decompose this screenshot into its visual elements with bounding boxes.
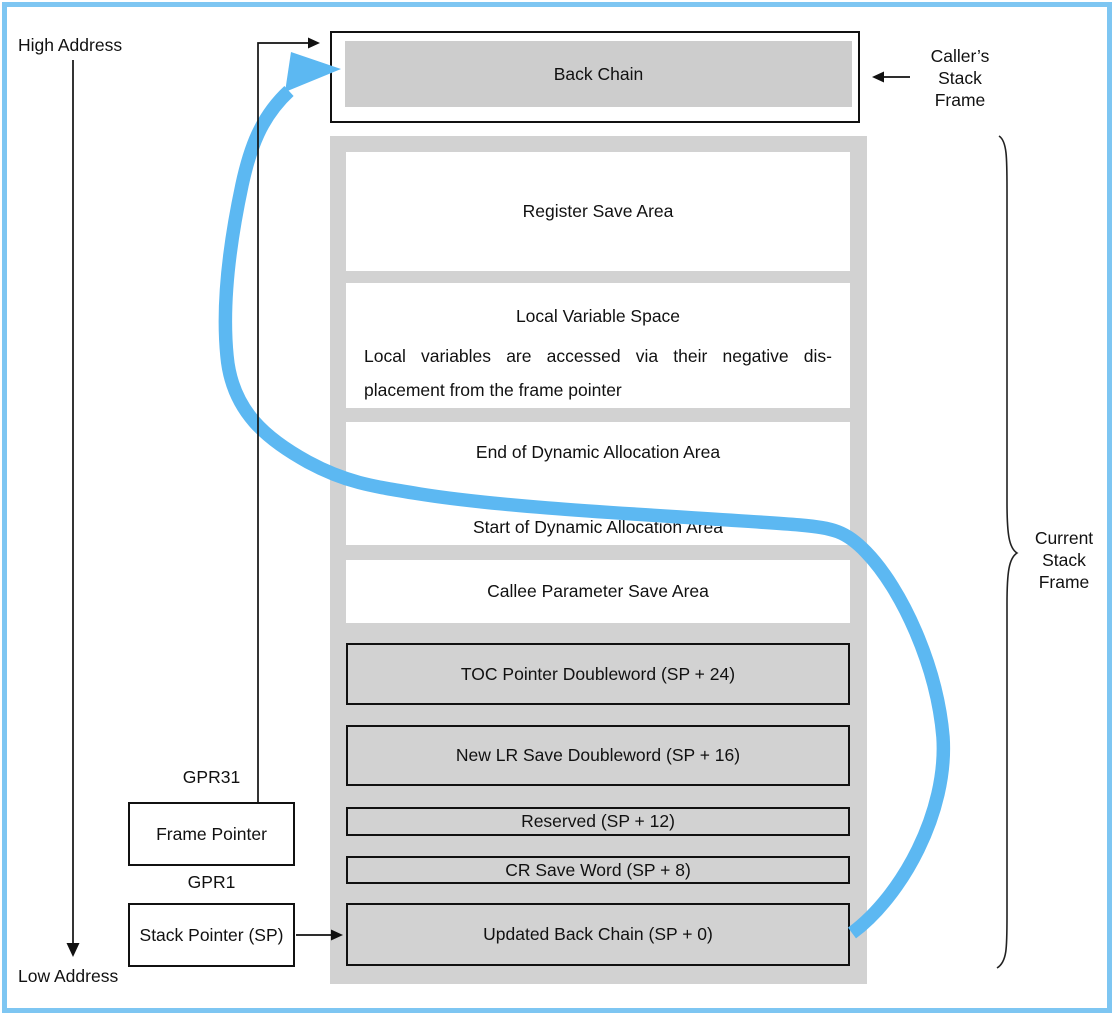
register-save-area-cell: Register Save Area (346, 152, 850, 271)
local-variable-desc-line2: placement from the frame pointer (364, 380, 622, 400)
gpr1-label: GPR1 (187, 872, 236, 892)
high-address-label: High Address (18, 35, 123, 55)
back-chain-cell: Back Chain (345, 41, 852, 107)
toc-pointer-cell: TOC Pointer Doubleword (SP + 24) (346, 643, 850, 705)
updated-back-chain-cell: Updated Back Chain (SP + 0) (346, 903, 850, 966)
reserved-cell: Reserved (SP + 12) (346, 807, 850, 836)
back-chain-label: Back Chain (553, 63, 644, 84)
stack-pointer-box: Stack Pointer (SP) (128, 903, 295, 967)
current-label-line: Current (1034, 528, 1094, 548)
new-lr-save-label: New LR Save Doubleword (SP + 16) (455, 745, 741, 765)
end-of-dynamic-allocation-label: End of Dynamic Allocation Area (475, 442, 721, 462)
callee-parameter-save-area-label: Callee Parameter Save Area (487, 581, 709, 601)
stack-pointer-label: Stack Pointer (SP) (139, 924, 284, 945)
callers-stack-frame-label: Caller’s Stack Frame (908, 45, 1012, 111)
frame-pointer-to-back-chain-line (257, 42, 308, 802)
left-arrowhead-icon (872, 71, 884, 83)
start-of-dynamic-allocation-label: Start of Dynamic Allocation Area (473, 517, 723, 537)
new-lr-save-cell: New LR Save Doubleword (SP + 16) (346, 725, 850, 786)
callee-parameter-save-area-cell: Callee Parameter Save Area (346, 560, 850, 623)
current-label-line: Frame (1038, 572, 1090, 592)
current-stack-frame-label: Current Stack Frame (1022, 527, 1106, 593)
right-arrowhead-top-icon (308, 37, 320, 49)
callers-label-line: Frame (934, 90, 986, 110)
frame-pointer-label: Frame Pointer (156, 823, 267, 844)
register-save-area-label: Register Save Area (522, 201, 674, 221)
reserved-label: Reserved (SP + 12) (521, 811, 675, 831)
callers-label-line: Caller’s (930, 46, 990, 66)
down-arrowhead-icon (66, 943, 80, 957)
low-address-label: Low Address (18, 966, 119, 986)
frame-pointer-box: Frame Pointer (128, 802, 295, 866)
callers-label-line: Stack (938, 68, 982, 88)
local-variable-desc-line1: Local variables are accessed via their n… (364, 346, 832, 366)
local-variable-space-cell: Local Variable Space Local variables are… (346, 283, 850, 408)
current-stack-frame-brace (996, 135, 1019, 969)
cr-save-word-label: CR Save Word (SP + 8) (505, 859, 691, 880)
updated-back-chain-label: Updated Back Chain (SP + 0) (483, 924, 713, 944)
toc-pointer-label: TOC Pointer Doubleword (SP + 24) (460, 663, 736, 684)
dynamic-allocation-area-cell: End of Dynamic Allocation Area Start of … (346, 422, 850, 545)
cr-save-word-cell: CR Save Word (SP + 8) (346, 856, 850, 884)
local-variable-space-title: Local Variable Space (515, 306, 681, 326)
gpr31-label: GPR31 (182, 767, 241, 787)
current-label-line: Stack (1042, 550, 1086, 570)
